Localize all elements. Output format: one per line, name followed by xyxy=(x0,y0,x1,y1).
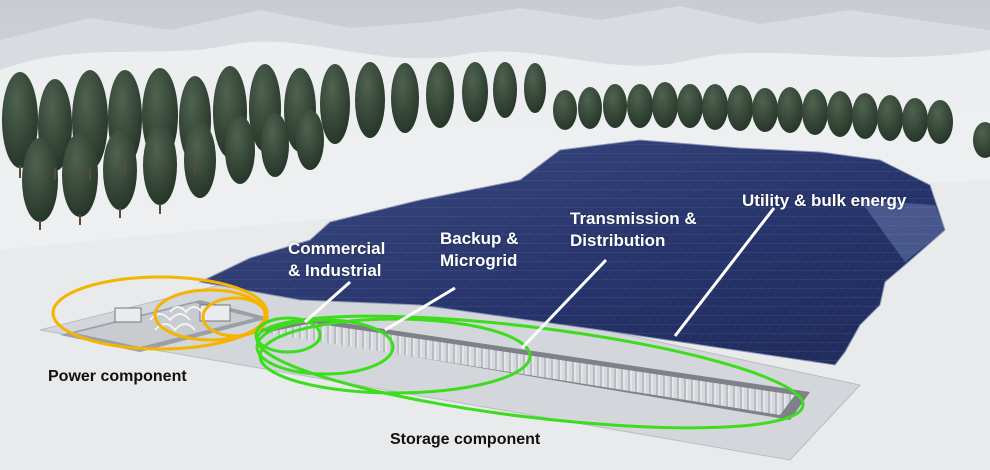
label-utility-bulk-energy: Utility & bulk energy xyxy=(742,191,907,210)
label-commercial-line-1: Commercial xyxy=(288,239,386,258)
label-transmission-distribution: Transmission & Distribution xyxy=(570,208,697,252)
tree-row-left xyxy=(2,62,546,230)
label-storage-component: Storage component xyxy=(390,431,541,448)
storage-component-rings xyxy=(254,314,805,430)
label-commercial-line-2: & Industrial xyxy=(288,261,382,280)
label-transmission-line-1: Transmission & xyxy=(570,209,697,228)
label-backup-microgrid: Backup & Microgrid xyxy=(440,228,518,272)
power-component-rings xyxy=(51,275,269,351)
label-backup-line-2: Microgrid xyxy=(440,251,518,270)
tree-row-right xyxy=(553,82,990,158)
label-power-component: Power component xyxy=(48,368,187,385)
solar-array xyxy=(198,139,946,366)
label-transmission-line-2: Distribution xyxy=(570,231,666,250)
label-backup-line-1: Backup & xyxy=(440,229,519,248)
pointer-lines xyxy=(304,207,776,350)
label-commercial-industrial: Commercial & Industrial xyxy=(288,238,385,282)
